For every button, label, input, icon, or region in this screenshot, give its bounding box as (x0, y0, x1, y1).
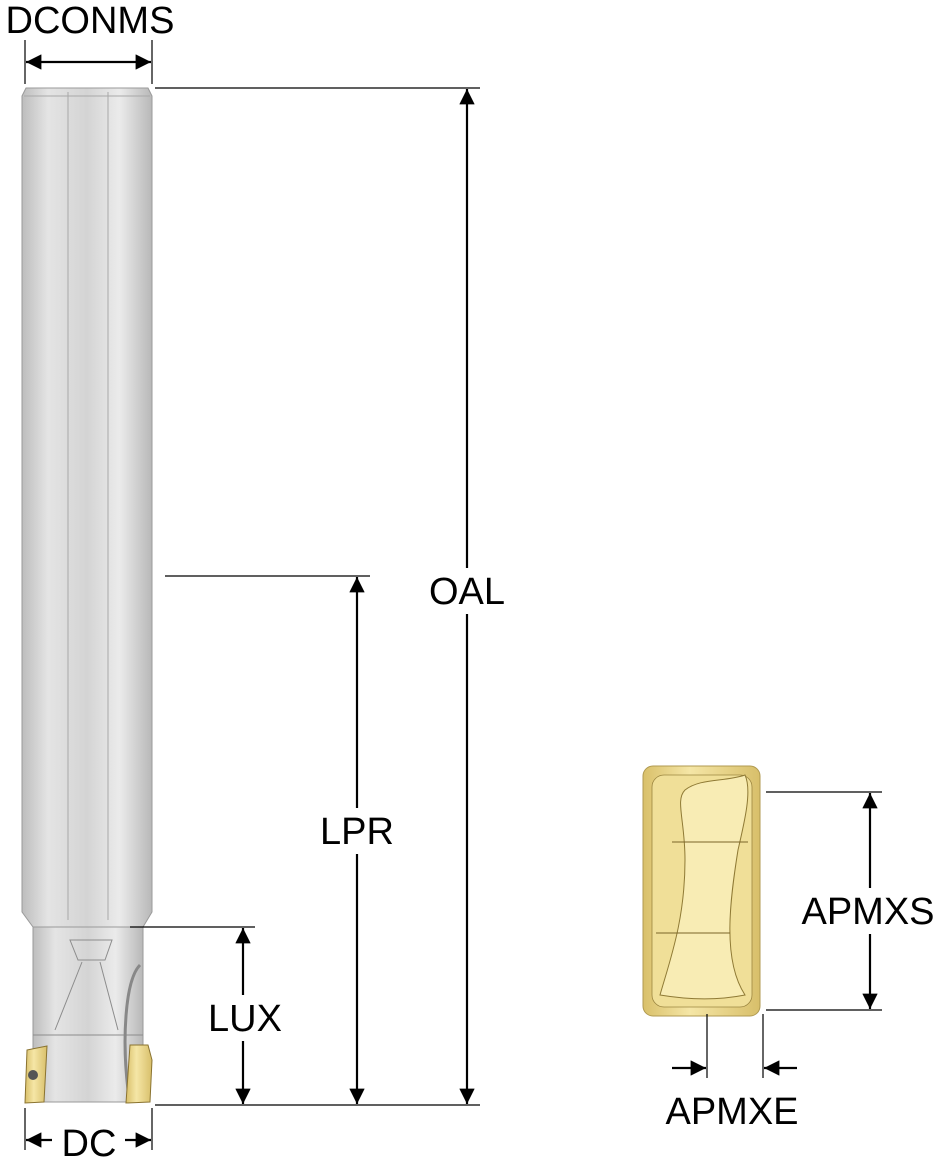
oal-label: OAL (429, 571, 505, 613)
dimension-apmxs: APMXS (766, 791, 936, 1011)
dimension-lux: LUX (130, 926, 285, 1104)
apmxe-label: APMXE (665, 1091, 798, 1133)
lux-label: LUX (208, 998, 282, 1040)
apmxs-label: APMXS (801, 891, 934, 933)
tool-shank (21, 87, 153, 928)
end-mill-tool (21, 87, 153, 1104)
dimension-dc: DC (24, 1108, 153, 1165)
insert-detail (642, 765, 761, 1017)
lpr-label: LPR (320, 811, 394, 853)
dimension-apmxe: APMXE (665, 1014, 799, 1133)
screw-icon (28, 1070, 38, 1080)
dimension-dconms: DCONMS (6, 0, 175, 84)
dimension-lpr: LPR (165, 575, 399, 1104)
dimension-oal: OAL (155, 87, 514, 1104)
dc-label: DC (62, 1123, 117, 1165)
cutting-insert-right (125, 1044, 153, 1104)
dconms-label: DCONMS (6, 0, 175, 42)
